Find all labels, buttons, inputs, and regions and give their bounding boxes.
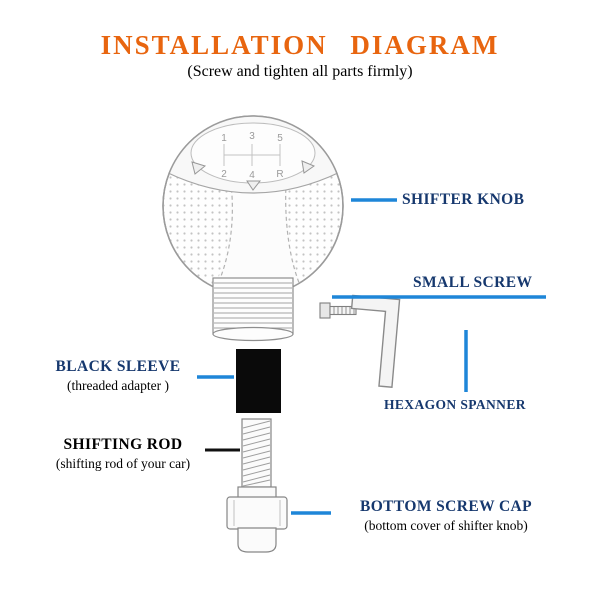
small-screw-drawing (319, 302, 357, 319)
knob-surface: 1 3 5 2 4 R (163, 116, 343, 296)
bottom-screw-cap-note: (bottom cover of shifter knob) (364, 518, 528, 533)
hexagon-spanner-drawing (350, 294, 401, 388)
gear-position-1: 1 (221, 133, 227, 144)
shifting-rod-drawing (241, 418, 272, 488)
gear-position-4: 4 (249, 170, 255, 181)
shifting-rod-note: (shifting rod of your car) (55, 456, 191, 471)
knob-neck-threads (212, 277, 294, 342)
gear-position-2: 2 (221, 169, 227, 180)
page-subtitle: (Screw and tighten all parts firmly) (187, 63, 413, 80)
black-sleeve-label: BLACK SLEEVE (55, 358, 181, 375)
small-screw-label: SMALL SCREW (413, 274, 533, 291)
page-title: INSTALLATION DIAGRAM (100, 30, 500, 60)
gear-position-5: 5 (277, 133, 283, 144)
connector-lines (197, 198, 546, 515)
shifting-rod-label-block: SHIFTING ROD (shifting rod of your car) (28, 436, 218, 472)
knob-cap-seam (165, 171, 341, 194)
black-sleeve-label-block: BLACK SLEEVE (threaded adapter ) (38, 358, 198, 394)
bottom-screw-cap-label: BOTTOM SCREW CAP (359, 498, 533, 515)
gear-position-3: 3 (249, 131, 255, 142)
shift-gear-numbers: 1 3 5 2 4 R (221, 131, 283, 181)
cap-arrow-marks (191, 160, 316, 191)
black-sleeve-note: (threaded adapter ) (67, 378, 169, 393)
black-sleeve-drawing (236, 349, 281, 413)
bottom-screw-cap-drawing (226, 486, 288, 553)
shift-gate-lines (223, 144, 281, 166)
shifter-knob-drawing: 1 3 5 2 4 R (162, 115, 344, 342)
bottom-screw-cap-label-block: BOTTOM SCREW CAP (bottom cover of shifte… (332, 498, 560, 534)
shifting-rod-label: SHIFTING ROD (63, 436, 183, 453)
knob-stitch-right (285, 119, 304, 293)
shifter-knob-label: SHIFTER KNOB (402, 191, 525, 208)
gear-position-R: R (276, 169, 283, 180)
hexagon-spanner-label: HEXAGON SPANNER (384, 397, 526, 412)
